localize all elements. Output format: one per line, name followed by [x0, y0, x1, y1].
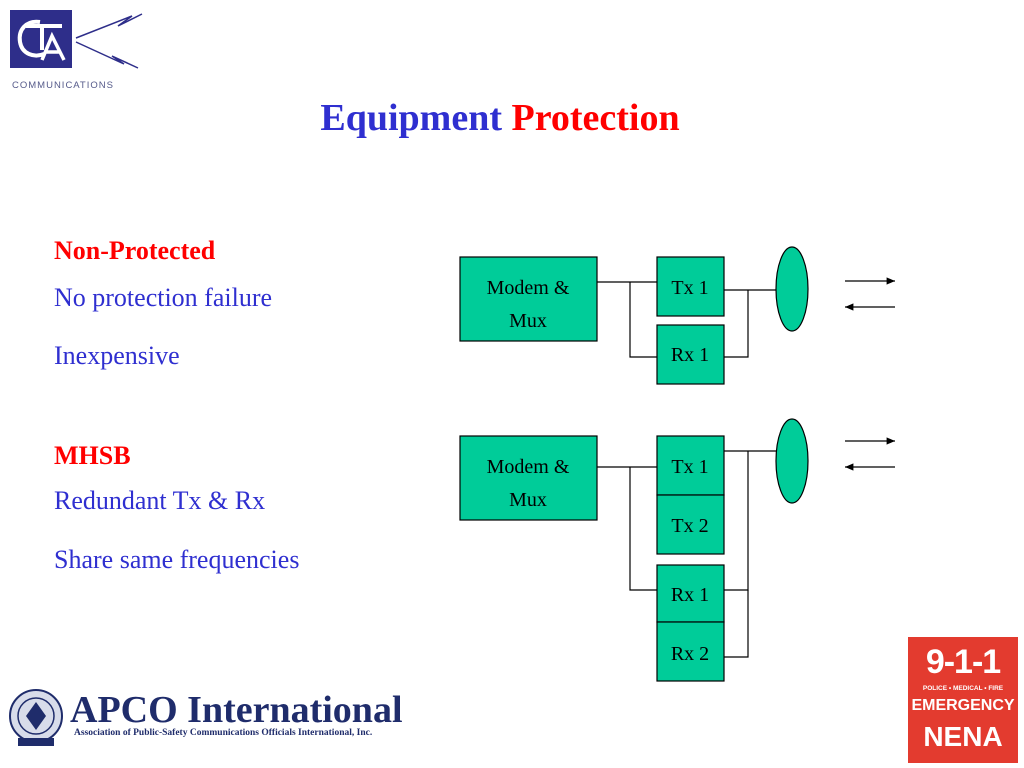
antenna-icon	[775, 246, 809, 332]
non-protected-line-1: No protection failure	[54, 283, 273, 312]
badge-emergency: EMERGENCY	[911, 697, 1015, 714]
modem-mux-label-2: Mux	[509, 489, 547, 511]
tx2-box	[656, 494, 725, 555]
apco-title: APCO International	[70, 689, 403, 731]
title-part-protection: Protection	[511, 97, 680, 139]
apco-logo: APCO International Association of Public…	[8, 680, 488, 760]
antenna-icon	[775, 418, 809, 504]
rx1-box	[656, 564, 725, 623]
tx1-box	[656, 435, 725, 496]
badge-911: 9-1-1	[925, 643, 1001, 681]
badge-services: POLICE • MEDICAL • FIRE	[922, 685, 1004, 692]
wire	[724, 590, 749, 658]
cta-wordmark: COMMUNICATIONS	[12, 80, 114, 91]
lightning-bolts-icon	[75, 13, 143, 69]
tx2-label: Tx 2	[671, 515, 708, 537]
page-title: Equipment Protection	[0, 96, 1000, 140]
non-protected-diagram: Modem & Mux Tx 1 Rx 1	[459, 246, 895, 385]
cta-communications-logo: COMMUNICATIONS	[10, 10, 160, 95]
tx1-label: Tx 1	[671, 456, 708, 478]
wire	[724, 451, 749, 591]
mhsb-diagram: Modem & Mux Tx 1 Tx 2 Rx 1 Rx 2	[459, 418, 895, 682]
rx1-label: Rx 1	[671, 584, 709, 606]
rx2-box	[656, 621, 725, 682]
modem-mux-label-1: Modem &	[487, 456, 570, 478]
wire	[629, 282, 657, 358]
rx1-box	[656, 324, 725, 385]
heading-mhsb: MHSB	[54, 441, 131, 470]
equipment-protection-diagram: Modem & Mux Tx 1 Rx 1 Modem & Mux Tx 1 T…	[459, 246, 895, 682]
badge-nena: NENA	[923, 721, 1003, 752]
heading-non-protected: Non-Protected	[54, 236, 216, 265]
tx1-box	[656, 256, 725, 317]
nena-911-badge: 9-1-1 POLICE • MEDICAL • FIRE EMERGENCY …	[908, 637, 1018, 763]
apco-subtitle: Association of Public-Safety Communicati…	[74, 728, 373, 738]
modem-mux-box	[459, 256, 598, 342]
rx1-label: Rx 1	[671, 344, 709, 366]
modem-mux-label-2: Mux	[509, 310, 547, 332]
wire	[629, 467, 657, 591]
non-protected-line-2: Inexpensive	[54, 341, 180, 370]
tx1-label: Tx 1	[671, 277, 708, 299]
wire	[724, 290, 749, 358]
title-part-equipment: Equipment	[320, 97, 502, 139]
mhsb-line-1: Redundant Tx & Rx	[54, 486, 266, 515]
modem-mux-box	[459, 435, 598, 521]
apco-seal-icon	[9, 689, 63, 746]
mhsb-line-2: Share same frequencies	[54, 545, 300, 574]
rx2-label: Rx 2	[671, 643, 709, 665]
cta-letters-icon	[17, 19, 66, 61]
modem-mux-label-1: Modem &	[487, 277, 570, 299]
